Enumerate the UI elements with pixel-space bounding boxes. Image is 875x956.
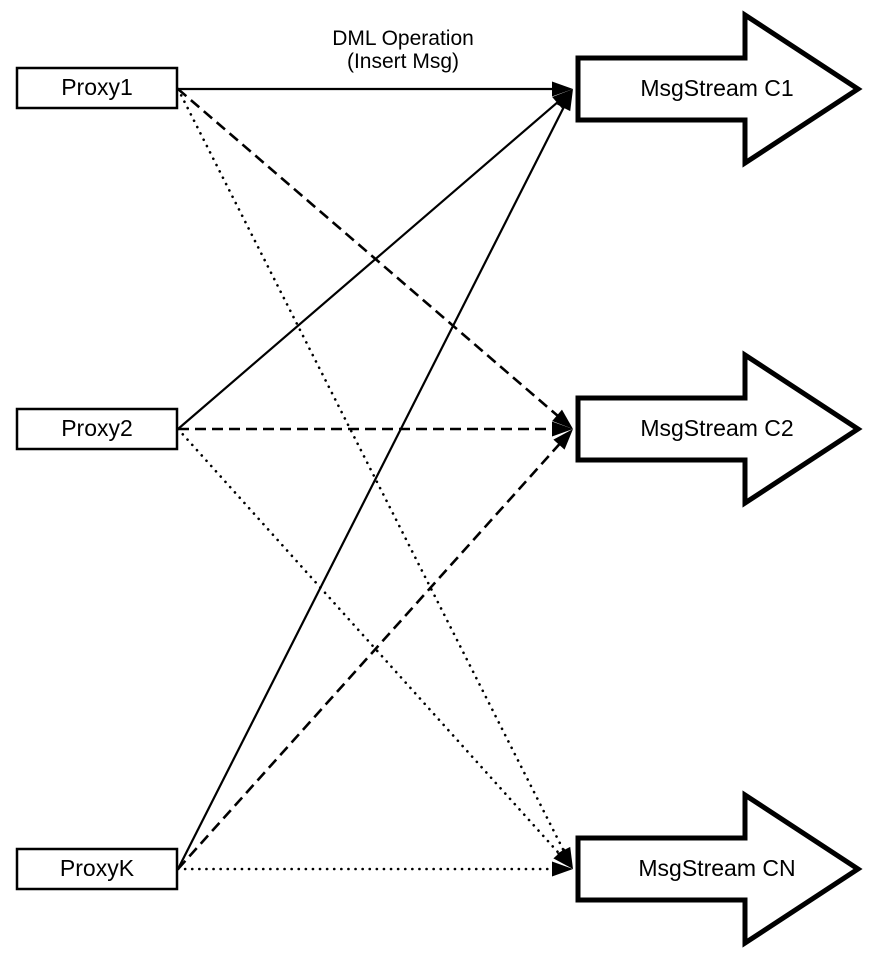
stream-node-c2[interactable]: MsgStream C2	[575, 350, 863, 508]
proxy-node-proxy2[interactable]: Proxy2	[15, 407, 179, 451]
arrowhead-proxy2-to-stream_c2	[552, 421, 573, 437]
stream-node-cn[interactable]: MsgStream CN	[575, 790, 863, 948]
arrowhead-proxy1-to-stream_c2	[552, 409, 573, 429]
arrowhead-proxy1-to-stream_c1	[552, 81, 573, 97]
proxyk-box[interactable]	[15, 847, 179, 891]
arrowhead-proxyK-to-stream_c2	[553, 429, 573, 450]
msgstream-c1-arrow-shape[interactable]	[575, 10, 863, 168]
dml-operation-edge-label: DML Operation (Insert Msg)	[332, 27, 474, 73]
msgstream-c1-label: MsgStream C1	[640, 75, 793, 101]
proxy2-label: Proxy2	[61, 415, 133, 441]
arrowhead-proxy2-to-stream_cn	[553, 848, 573, 869]
msgstream-cn-arrow-shape[interactable]	[575, 790, 863, 948]
proxy2-box[interactable]	[15, 407, 179, 451]
dml-operation-label-line1: DML Operation	[332, 27, 474, 50]
edge-proxy1-to-stream_cn[interactable]	[176, 87, 567, 856]
edge-proxy2-to-stream_c1[interactable]	[177, 99, 561, 430]
proxy-node-proxyk[interactable]: ProxyK	[15, 847, 179, 891]
proxy1-box[interactable]	[15, 66, 179, 110]
arrowhead-proxyK-to-stream_cn	[552, 861, 573, 877]
edges-layer	[176, 87, 567, 871]
edge-proxyK-to-stream_c2[interactable]	[177, 440, 563, 870]
arrowheads-layer	[552, 81, 573, 877]
msgstream-cn-label: MsgStream CN	[638, 855, 795, 881]
proxy-node-proxy1[interactable]: Proxy1	[15, 66, 179, 110]
dml-operation-label-line2: (Insert Msg)	[347, 50, 459, 73]
edge-proxyK-to-stream_c1[interactable]	[177, 103, 567, 870]
stream-node-c1[interactable]: MsgStream C1	[575, 10, 863, 168]
msgstream-c2-arrow-shape[interactable]	[575, 350, 863, 508]
edge-proxy1-to-stream_c2[interactable]	[177, 88, 561, 419]
proxy1-label: Proxy1	[61, 74, 133, 100]
proxyk-label: ProxyK	[60, 855, 135, 881]
arrowhead-proxyK-to-stream_c1	[556, 89, 573, 112]
msgstream-c2-label: MsgStream C2	[640, 415, 793, 441]
edge-proxy2-to-stream_cn[interactable]	[176, 427, 563, 858]
arrowhead-proxy2-to-stream_c1	[552, 89, 573, 109]
